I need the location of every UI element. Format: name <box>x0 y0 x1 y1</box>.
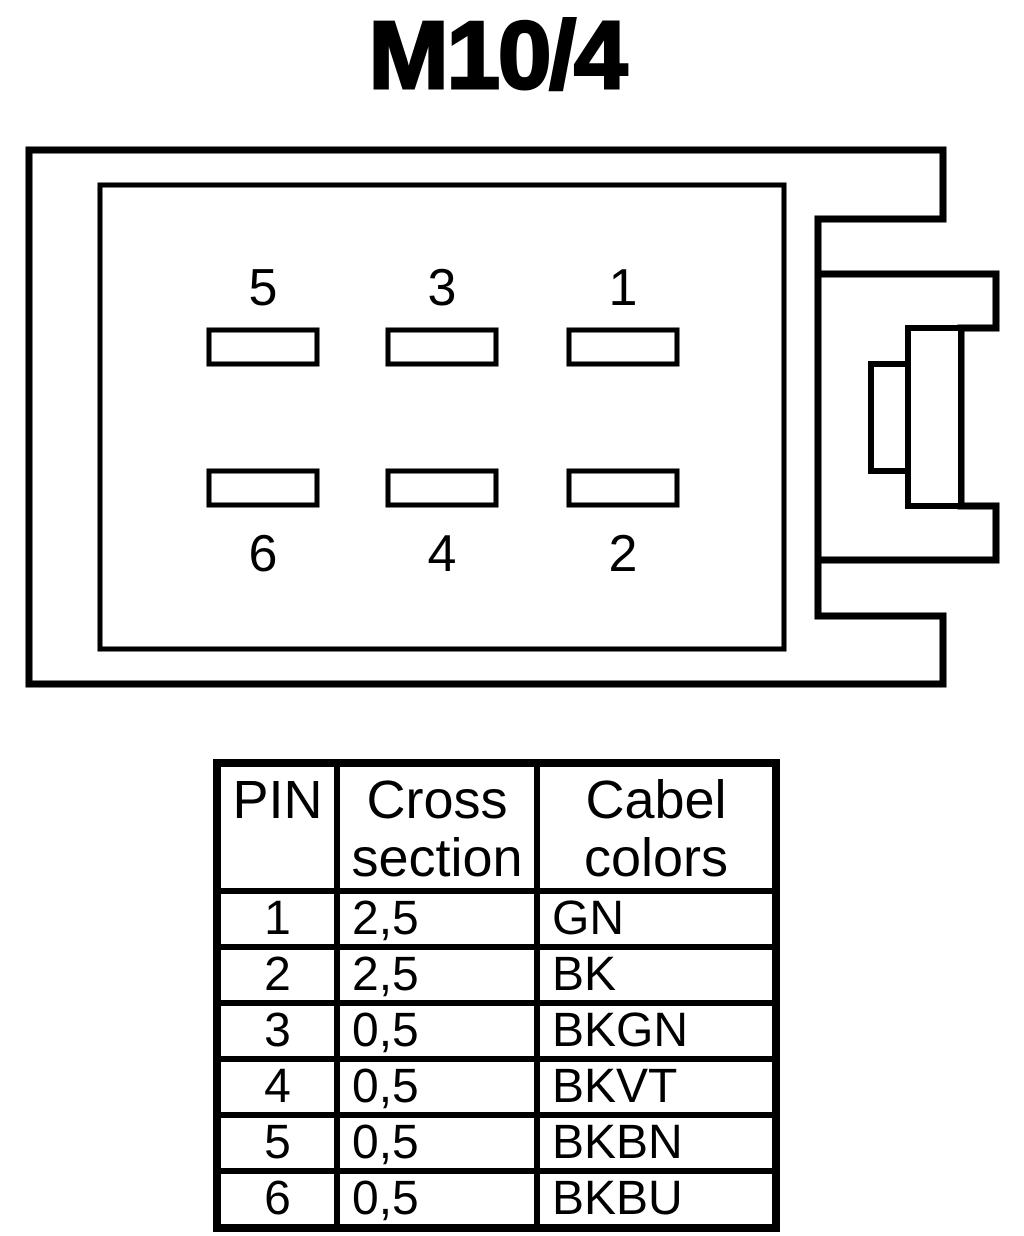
table-row: 3 0,5 BKGN <box>214 999 779 1062</box>
cross-section-cell: 0,5 <box>334 999 540 1062</box>
cable-color-cell: GN <box>534 887 779 950</box>
cross-section-cell: 0,5 <box>334 1167 540 1231</box>
table-row: 1 2,5 GN <box>214 887 779 950</box>
connector-inner-face <box>97 182 787 652</box>
pin-slot-6 <box>206 468 320 508</box>
pin-slot-5 <box>206 327 320 367</box>
cross-section-cell: 2,5 <box>334 887 540 950</box>
pin-slot-4 <box>385 468 499 508</box>
pin-cell: 4 <box>214 1055 340 1118</box>
pin-label-4: 4 <box>427 525 457 583</box>
cross-section-cell: 0,5 <box>334 1111 540 1174</box>
cable-color-cell: BKGN <box>534 999 779 1062</box>
pin-label-6: 6 <box>248 525 278 583</box>
pinout-table: PIN Cross section Cabel colors 1 2,5 GN … <box>213 759 780 1232</box>
pin-slot-3 <box>385 327 499 367</box>
table-row: 5 0,5 BKBN <box>214 1111 779 1174</box>
latch-small-tab <box>868 361 911 474</box>
cross-section-cell: 0,5 <box>334 1055 540 1118</box>
pin-slot-2 <box>566 468 680 508</box>
latch-inner-bar <box>905 325 964 509</box>
table-row: 2 2,5 BK <box>214 943 779 1006</box>
cross-section-cell: 2,5 <box>334 943 540 1006</box>
pin-cell: 6 <box>214 1167 340 1231</box>
cable-color-cell: BKBN <box>534 1111 779 1174</box>
connector-diagram <box>25 146 1000 688</box>
page-title: M10/4 <box>367 2 629 109</box>
table-row: 4 0,5 BKVT <box>214 1055 779 1118</box>
pin-cell: 2 <box>214 943 340 1006</box>
cable-color-cell: BKVT <box>534 1055 779 1118</box>
cable-color-cell: BK <box>534 943 779 1006</box>
header-cable-colors: Cabel colors <box>534 760 779 894</box>
pin-slot-1 <box>566 327 680 367</box>
cable-color-cell: BKBU <box>534 1167 779 1231</box>
table-row: 6 0,5 BKBU <box>214 1167 779 1231</box>
pin-cell: 3 <box>214 999 340 1062</box>
pin-label-1: 1 <box>608 259 638 317</box>
pin-label-5: 5 <box>248 259 278 317</box>
header-pin: PIN <box>214 760 340 894</box>
table-header-row: PIN Cross section Cabel colors <box>214 760 779 894</box>
pin-label-3: 3 <box>427 259 457 317</box>
pin-label-2: 2 <box>608 525 638 583</box>
pin-cell: 5 <box>214 1111 340 1174</box>
pin-cell: 1 <box>214 887 340 950</box>
header-cross-section: Cross section <box>334 760 540 894</box>
